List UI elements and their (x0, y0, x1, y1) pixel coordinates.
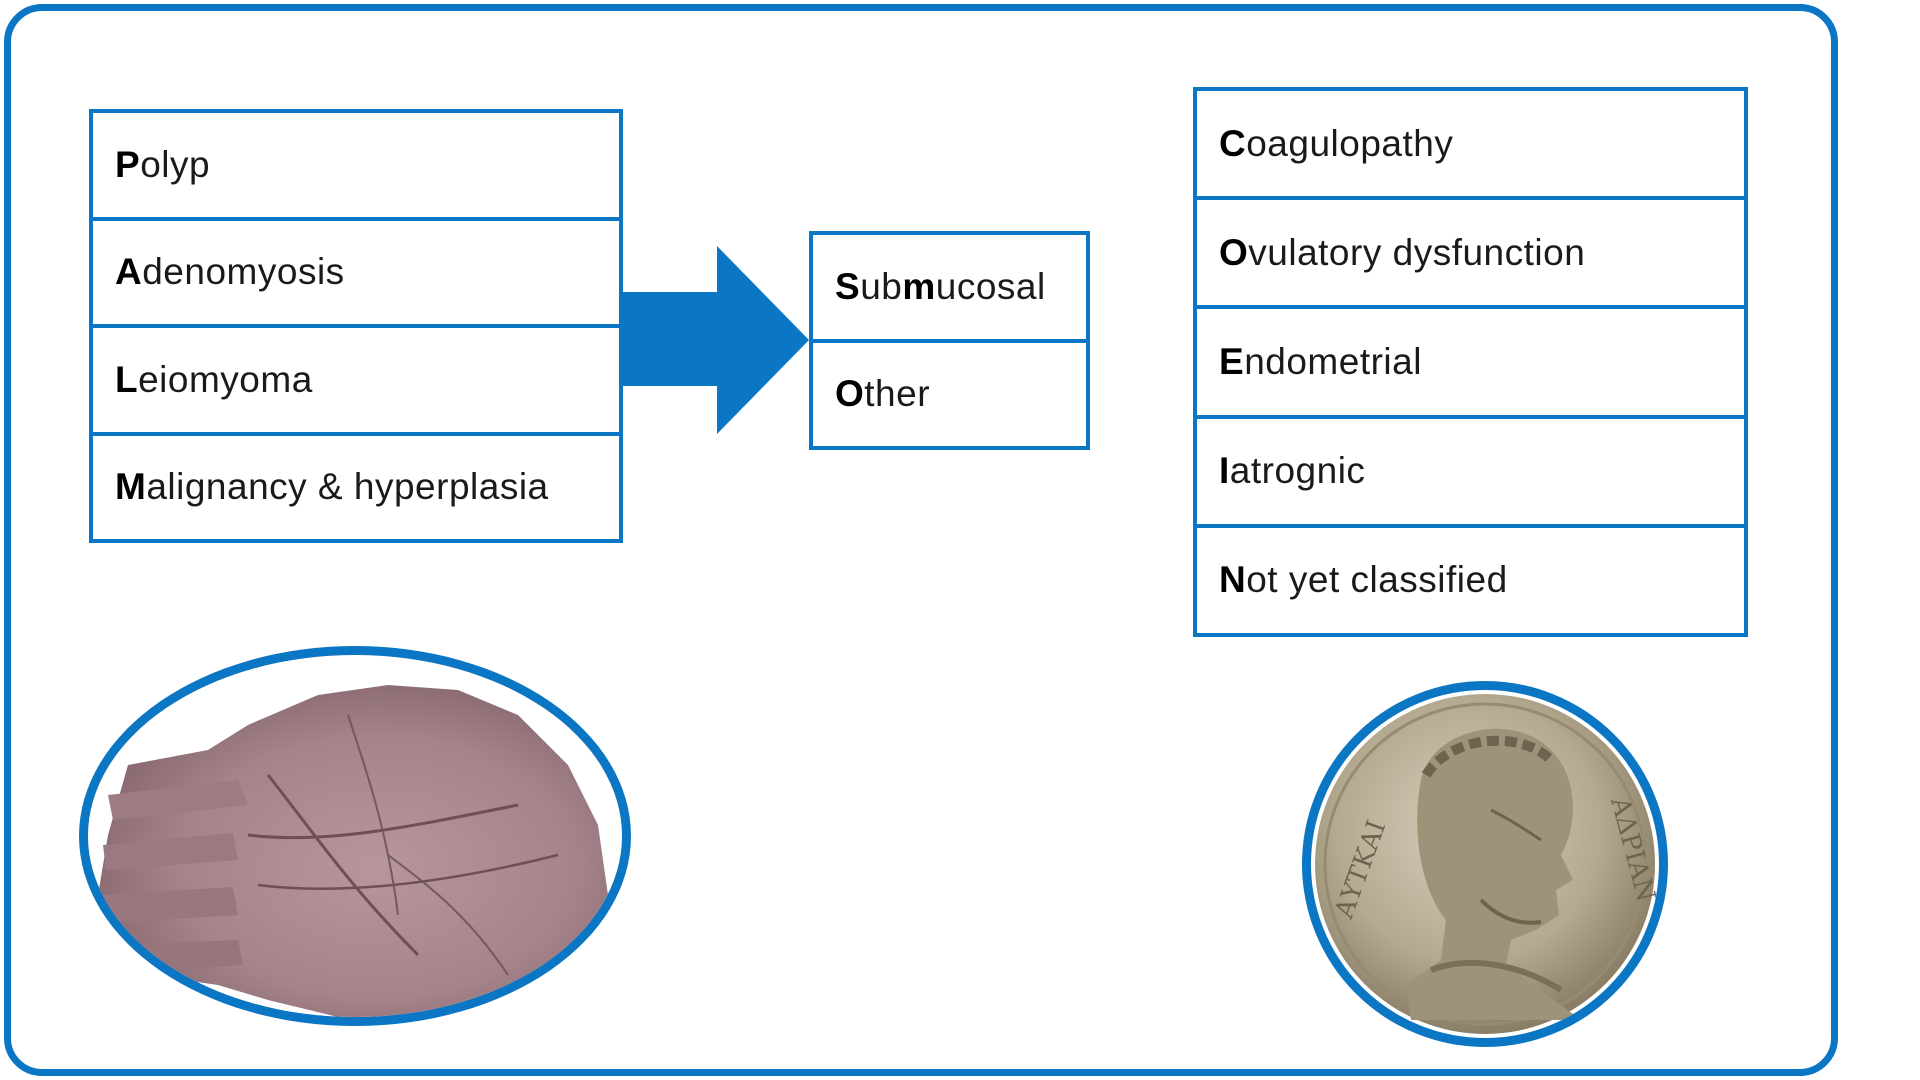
palm-item-initial: L (115, 358, 139, 400)
palm-item-initial: M (115, 466, 147, 508)
palm-item-text: eiomyoma (138, 358, 313, 400)
coein-item-initial: O (1219, 231, 1249, 273)
subtype-bold-letter: O (835, 373, 865, 415)
palm-item-initial: A (115, 251, 143, 293)
subtype-text: ucosal (935, 265, 1046, 307)
coein-item-text: atrognic (1229, 450, 1366, 492)
coein-item-text: vulatory dysfunction (1248, 231, 1586, 273)
palm-photo (79, 646, 631, 1026)
arrow-shape (623, 246, 809, 434)
subtype-text: ub (860, 265, 903, 307)
roman-coin-photo: ΑΥΤΚΑΙ ΑΔΡΙΑΝ (1302, 681, 1668, 1047)
palm-item-text: alignancy & hyperplasia (146, 466, 549, 508)
coin-portrait-icon: ΑΥΤΚΑΙ ΑΔΡΙΑΝ (1315, 694, 1659, 1034)
coein-item-initial: C (1219, 122, 1247, 164)
palm-item-text: denomyosis (142, 251, 345, 293)
coein-item-text: ndometrial (1244, 341, 1422, 382)
subtype-bold-letter: S (835, 265, 861, 307)
palm-hand-icon (88, 655, 622, 1017)
subtype-bold-letter: m (902, 265, 936, 307)
subtype-text: ther (864, 373, 931, 415)
coein-item-initial: E (1219, 341, 1245, 382)
coein-item-initial: N (1219, 559, 1247, 601)
coein-item-text: ot yet classified (1246, 559, 1508, 601)
coein-item-text: oagulopathy (1246, 122, 1454, 164)
palm-item-text: olyp (140, 143, 211, 185)
coein-item-initial: I (1219, 450, 1230, 492)
palm-item-initial: P (115, 143, 141, 185)
